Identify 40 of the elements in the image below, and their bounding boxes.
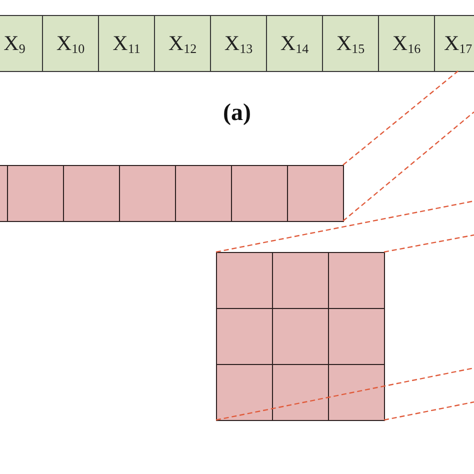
- cell-label: X$_{11}$: [112, 30, 140, 56]
- grid-cell: [287, 165, 344, 222]
- projection-line: [342, 70, 458, 166]
- grid-cell: [175, 165, 232, 222]
- grid-cell: [216, 252, 273, 309]
- sequence-cell: [98, 15, 155, 72]
- cell-label: X$_{10}$: [56, 30, 85, 56]
- grid-cell: [231, 165, 288, 222]
- grid-cell: [328, 364, 385, 421]
- grid-cell: [119, 165, 176, 222]
- projection-line: [342, 112, 474, 222]
- cell-label: X$_{15}$: [336, 30, 365, 56]
- sequence-cell: [154, 15, 211, 72]
- grid-cell: [216, 364, 273, 421]
- sequence-cell: [266, 15, 323, 72]
- sequence-cell: [322, 15, 379, 72]
- cell-label: X$_{14}$: [280, 30, 309, 56]
- sequence-cell: [210, 15, 267, 72]
- sequence-cell: [42, 15, 99, 72]
- projection-line: [216, 200, 474, 253]
- cell-label: X$_{12}$: [168, 30, 197, 56]
- sequence-cell: [0, 15, 43, 72]
- grid-cell: [328, 308, 385, 365]
- projection-line: [384, 401, 474, 421]
- grid-cell: [272, 364, 329, 421]
- cell-label: X$_{17}$: [444, 30, 472, 56]
- panel-label: (a): [223, 100, 251, 126]
- projection-line: [384, 234, 474, 253]
- sequence-cell: [434, 15, 474, 72]
- grid-cell: [63, 165, 120, 222]
- grid-cell: [216, 308, 273, 365]
- projection-line: [216, 367, 474, 421]
- cell-label: X$_{13}$: [224, 30, 253, 56]
- grid-cell: [7, 165, 64, 222]
- cell-label: X$_{9}$: [4, 30, 26, 56]
- grid-cell: [272, 308, 329, 365]
- cell-label: X$_{16}$: [392, 30, 421, 56]
- grid-cell: [272, 252, 329, 309]
- sequence-cell: [378, 15, 435, 72]
- grid-cell: [328, 252, 385, 309]
